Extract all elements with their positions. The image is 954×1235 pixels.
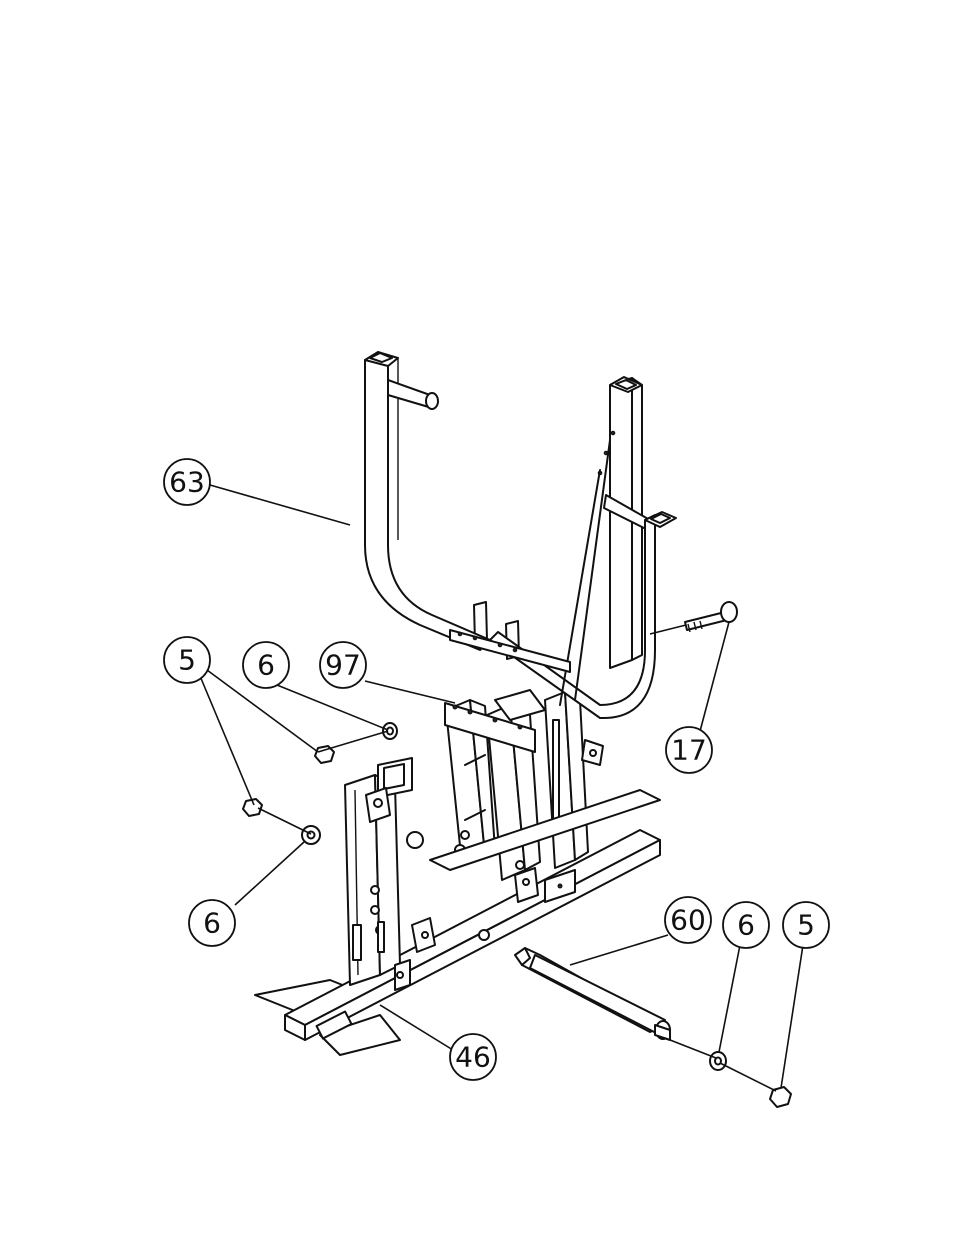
callout-6-right: 6 <box>723 902 769 948</box>
callout-60: 60 <box>665 897 711 943</box>
callout-46: 46 <box>450 1034 496 1080</box>
callout-17: 17 <box>666 727 712 773</box>
callout-63-label: 63 <box>169 466 205 499</box>
callout-97: 97 <box>320 642 366 688</box>
callout-97-label: 97 <box>325 649 361 682</box>
callout-63: 63 <box>164 459 210 505</box>
callout-6-label: 6 <box>737 909 755 942</box>
axle-60 <box>515 948 670 1040</box>
bolt-17 <box>685 602 737 632</box>
callout-5-label: 5 <box>178 644 196 677</box>
callout-6-label: 6 <box>203 907 221 940</box>
handlebar-frame <box>365 352 676 718</box>
callout-5-upper-left: 5 <box>164 637 210 683</box>
callout-6-upper: 6 <box>243 642 289 688</box>
callout-17-label: 17 <box>671 734 707 767</box>
callout-46-label: 46 <box>455 1041 491 1074</box>
callout-5-label: 5 <box>797 909 815 942</box>
callout-5-right: 5 <box>783 902 829 948</box>
callout-6-label: 6 <box>257 649 275 682</box>
callout-60-label: 60 <box>670 904 706 937</box>
callout-6-left: 6 <box>189 900 235 946</box>
